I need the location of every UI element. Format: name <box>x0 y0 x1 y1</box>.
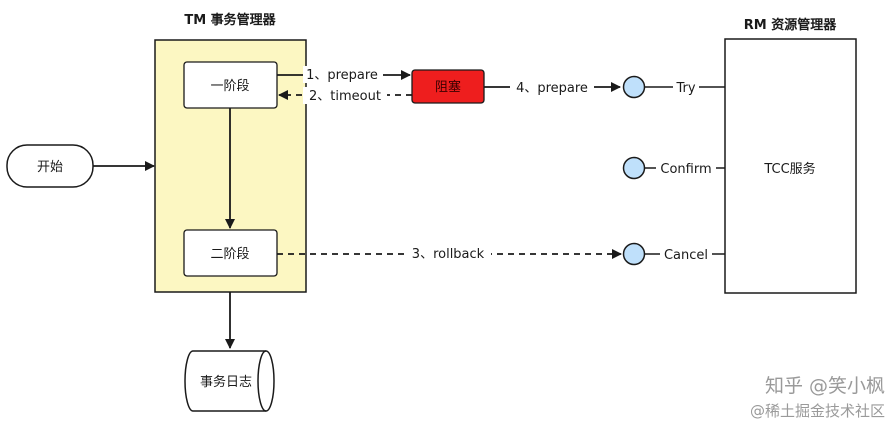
transaction-log-node <box>184 350 275 412</box>
edge4-label-bg <box>510 79 594 96</box>
log-label: 事务日志 <box>200 374 252 390</box>
try-label: Try <box>675 81 695 96</box>
edge3-label-bg <box>405 245 491 262</box>
confirm-label-bg <box>656 160 716 177</box>
tcc-service-label: TCC服务 <box>763 161 815 177</box>
phase2-label: 二阶段 <box>210 247 249 262</box>
try-label-bg <box>673 79 699 96</box>
cancel-port <box>622 242 646 266</box>
watermark-zhihu: 知乎 @笑小枫 <box>765 375 885 397</box>
tm-title: TM 事务管理器 <box>184 12 276 28</box>
edge-rollback-label: 3、rollback <box>412 247 485 262</box>
edge-timeout-label: 2、timeout <box>309 89 381 104</box>
edge-retry-prepare-label: 4、prepare <box>516 81 588 96</box>
edge1-label-bg <box>303 66 383 83</box>
blocked-label: 阻塞 <box>435 79 461 95</box>
try-port <box>622 75 646 99</box>
rm-container <box>724 38 857 294</box>
confirm-label: Confirm <box>660 162 711 177</box>
edge-prepare-label: 1、prepare <box>306 68 378 83</box>
watermark-juejin: @稀土掘金技术社区 <box>750 402 885 420</box>
edge2-label-bg <box>303 87 387 104</box>
confirm-port <box>622 156 646 180</box>
cancel-label-bg <box>660 246 712 263</box>
cancel-label: Cancel <box>664 248 708 263</box>
rm-title: RM 资源管理器 <box>744 17 837 33</box>
phase1-label: 一阶段 <box>210 79 249 94</box>
phase2-node <box>183 229 278 277</box>
start-label: 开始 <box>37 160 63 175</box>
